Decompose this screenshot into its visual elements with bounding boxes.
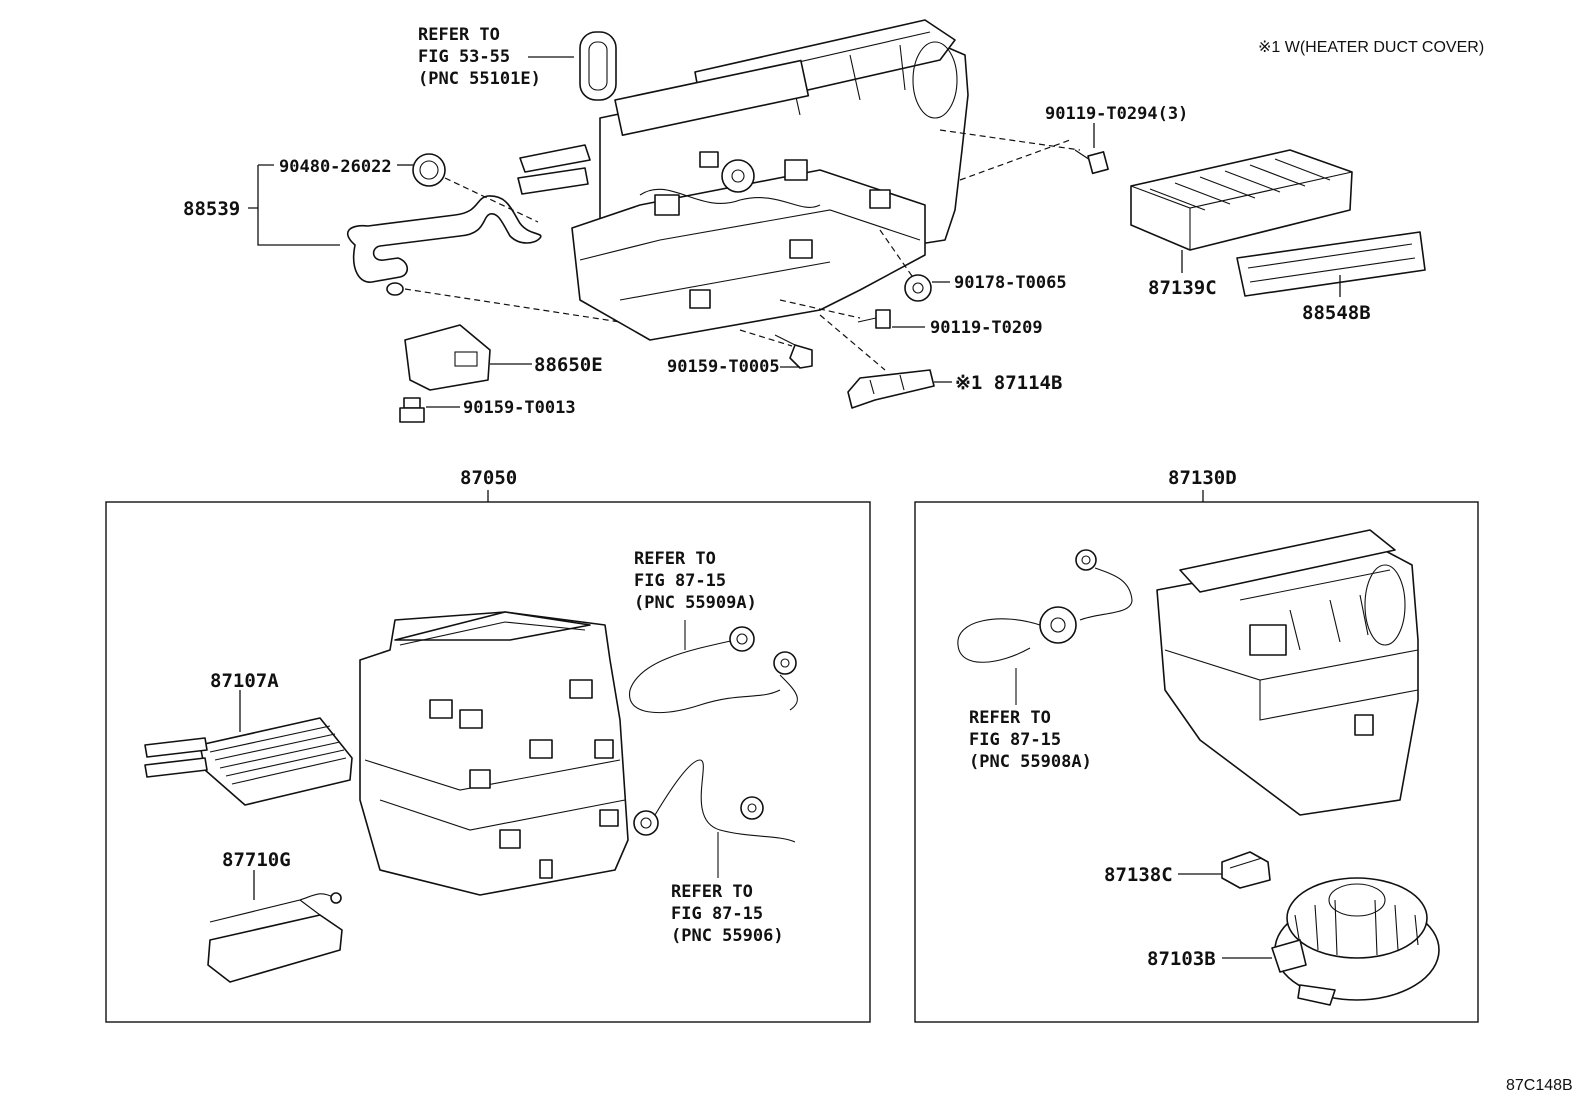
heater-core-87107a (144, 717, 353, 806)
label-90480-26022: 90480-26022 (279, 157, 392, 177)
label-88548b: 88548B (1302, 302, 1371, 324)
label-90119-t0294: 90119-T0294(3) (1045, 104, 1188, 124)
label-87139c: 87139C (1148, 277, 1217, 299)
ref-55909a-line1: REFER TO (634, 549, 716, 569)
label-87107a: 87107A (210, 670, 279, 692)
drain-hose-88539 (346, 195, 542, 296)
screw-90119-t0209 (857, 309, 891, 329)
clip-90178-t0065 (904, 274, 932, 302)
screw-90159-t0005 (774, 334, 813, 369)
filter-87139c (1130, 149, 1353, 251)
grommet-55101e (579, 31, 617, 101)
group-87050-frame (105, 501, 871, 1023)
hvac-assembly-illustration (517, 19, 969, 341)
ref-55908a-line3: (PNC 55908A) (969, 752, 1092, 772)
figure-code: 87C148B (1506, 1077, 1573, 1094)
label-87103b: 87103B (1147, 948, 1216, 970)
label-90178-t0065: 90178-T0065 (954, 273, 1067, 293)
bracket-88650e (404, 324, 491, 391)
ref-55906-line2: FIG 87-15 (671, 904, 763, 924)
ref-55906-line1: REFER TO (671, 882, 753, 902)
wire-harness-55908a (957, 549, 1133, 705)
hvac-case-87050-illustration (359, 611, 629, 896)
group-87130d-frame (914, 501, 1479, 1023)
ref-fig-53-55-line3: (PNC 55101E) (418, 69, 541, 89)
ref-fig-53-55-line1: REFER TO (418, 25, 500, 45)
label-87130d: 87130D (1168, 467, 1237, 489)
label-90159-t0013: 90159-T0013 (463, 398, 576, 418)
label-87710g: 87710G (222, 849, 291, 871)
duct-cover-87114b (847, 369, 935, 409)
label-90159-t0005: 90159-T0005 (667, 357, 780, 377)
label-87050: 87050 (460, 467, 517, 489)
filter-cover-88548b (1236, 231, 1426, 297)
screw-90159-t0013 (399, 397, 425, 423)
screw-90119-t0294 (1074, 149, 1109, 175)
label-88539: 88539 (183, 198, 240, 220)
label-90119-t0209: 90119-T0209 (930, 318, 1043, 338)
blower-case-87130d-illustration (1156, 529, 1419, 816)
ref-55908a-line1: REFER TO (969, 708, 1051, 728)
ref-fig-53-55-line2: FIG 53-55 (418, 47, 510, 67)
label-87114b: ※1 87114B (955, 372, 1062, 394)
blower-motor-87103b (1271, 877, 1440, 1006)
label-88650e: 88650E (534, 354, 603, 376)
wire-harness-55906 (633, 759, 796, 878)
ref-55909a-line3: (PNC 55909A) (634, 593, 757, 613)
wire-harness-55909a (629, 620, 798, 714)
label-87138c: 87138C (1104, 864, 1173, 886)
ref-55906-line3: (PNC 55906) (671, 926, 784, 946)
grommet-90480 (412, 153, 446, 187)
ref-55908a-line2: FIG 87-15 (969, 730, 1061, 750)
heater-duct-cover-note: ※1 W(HEATER DUCT COVER) (1258, 39, 1484, 56)
resistor-87138c (1221, 851, 1271, 889)
component-87710g (207, 892, 343, 983)
ref-55909a-line2: FIG 87-15 (634, 571, 726, 591)
